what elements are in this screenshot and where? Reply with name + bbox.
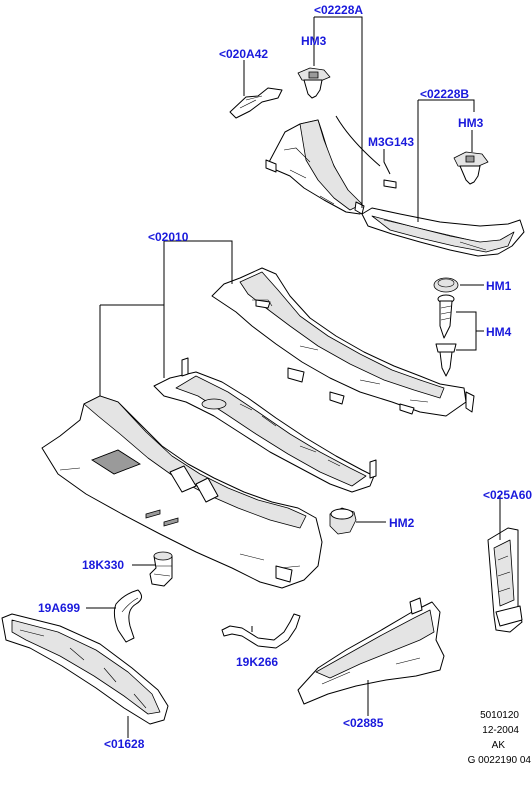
label-02010: <02010	[148, 230, 189, 244]
label-01628: <01628	[104, 737, 145, 751]
part-hm3-clip-a	[297, 67, 331, 99]
part-020A42	[229, 87, 283, 119]
part-02885	[297, 597, 445, 705]
label-18K330: 18K330	[82, 558, 124, 572]
label-hm4: HM4	[486, 325, 512, 339]
part-01628	[1, 613, 169, 725]
label-02228A: <02228A	[314, 3, 363, 17]
callout-labels: <02228A HM3 <020A42 <02228B HM3 M3G143 <…	[38, 3, 532, 751]
label-19A699: 19A699	[38, 601, 80, 615]
part-hm1	[433, 277, 459, 293]
part-025A60	[487, 527, 523, 633]
label-19K266: 19K266	[236, 655, 278, 669]
label-02885: <02885	[343, 716, 384, 730]
part-02010-brace	[153, 357, 377, 493]
label-m3g143: M3G143	[368, 135, 414, 149]
part-18K330	[149, 551, 173, 587]
footer-line2: 12-2004	[482, 725, 519, 736]
label-hm3-b: HM3	[458, 116, 484, 130]
label-02228B: <02228B	[420, 87, 469, 101]
label-020A42: <020A42	[219, 47, 268, 61]
label-hm2: HM2	[389, 516, 415, 530]
part-hm4	[435, 294, 457, 377]
part-02228B	[361, 207, 525, 257]
part-hm2	[329, 507, 357, 535]
footer-line1: 5010120	[480, 710, 519, 721]
label-025A60: <025A60	[483, 488, 532, 502]
part-hm3-clip-b	[453, 151, 489, 185]
part-02228A	[265, 115, 397, 215]
part-19A699	[113, 589, 142, 643]
label-hm3-a: HM3	[301, 34, 327, 48]
label-hm1: HM1	[486, 279, 512, 293]
part-19K266	[221, 613, 301, 649]
footer-line3: AK	[492, 740, 506, 751]
footer-reference: 5010120 12-2004 AK G 0022190 04	[468, 710, 532, 766]
leader-lines	[86, 16, 501, 738]
part-02010-upper	[211, 267, 475, 417]
footer-line4: G 0022190 04	[468, 755, 532, 766]
part-02010-lower	[41, 395, 323, 589]
